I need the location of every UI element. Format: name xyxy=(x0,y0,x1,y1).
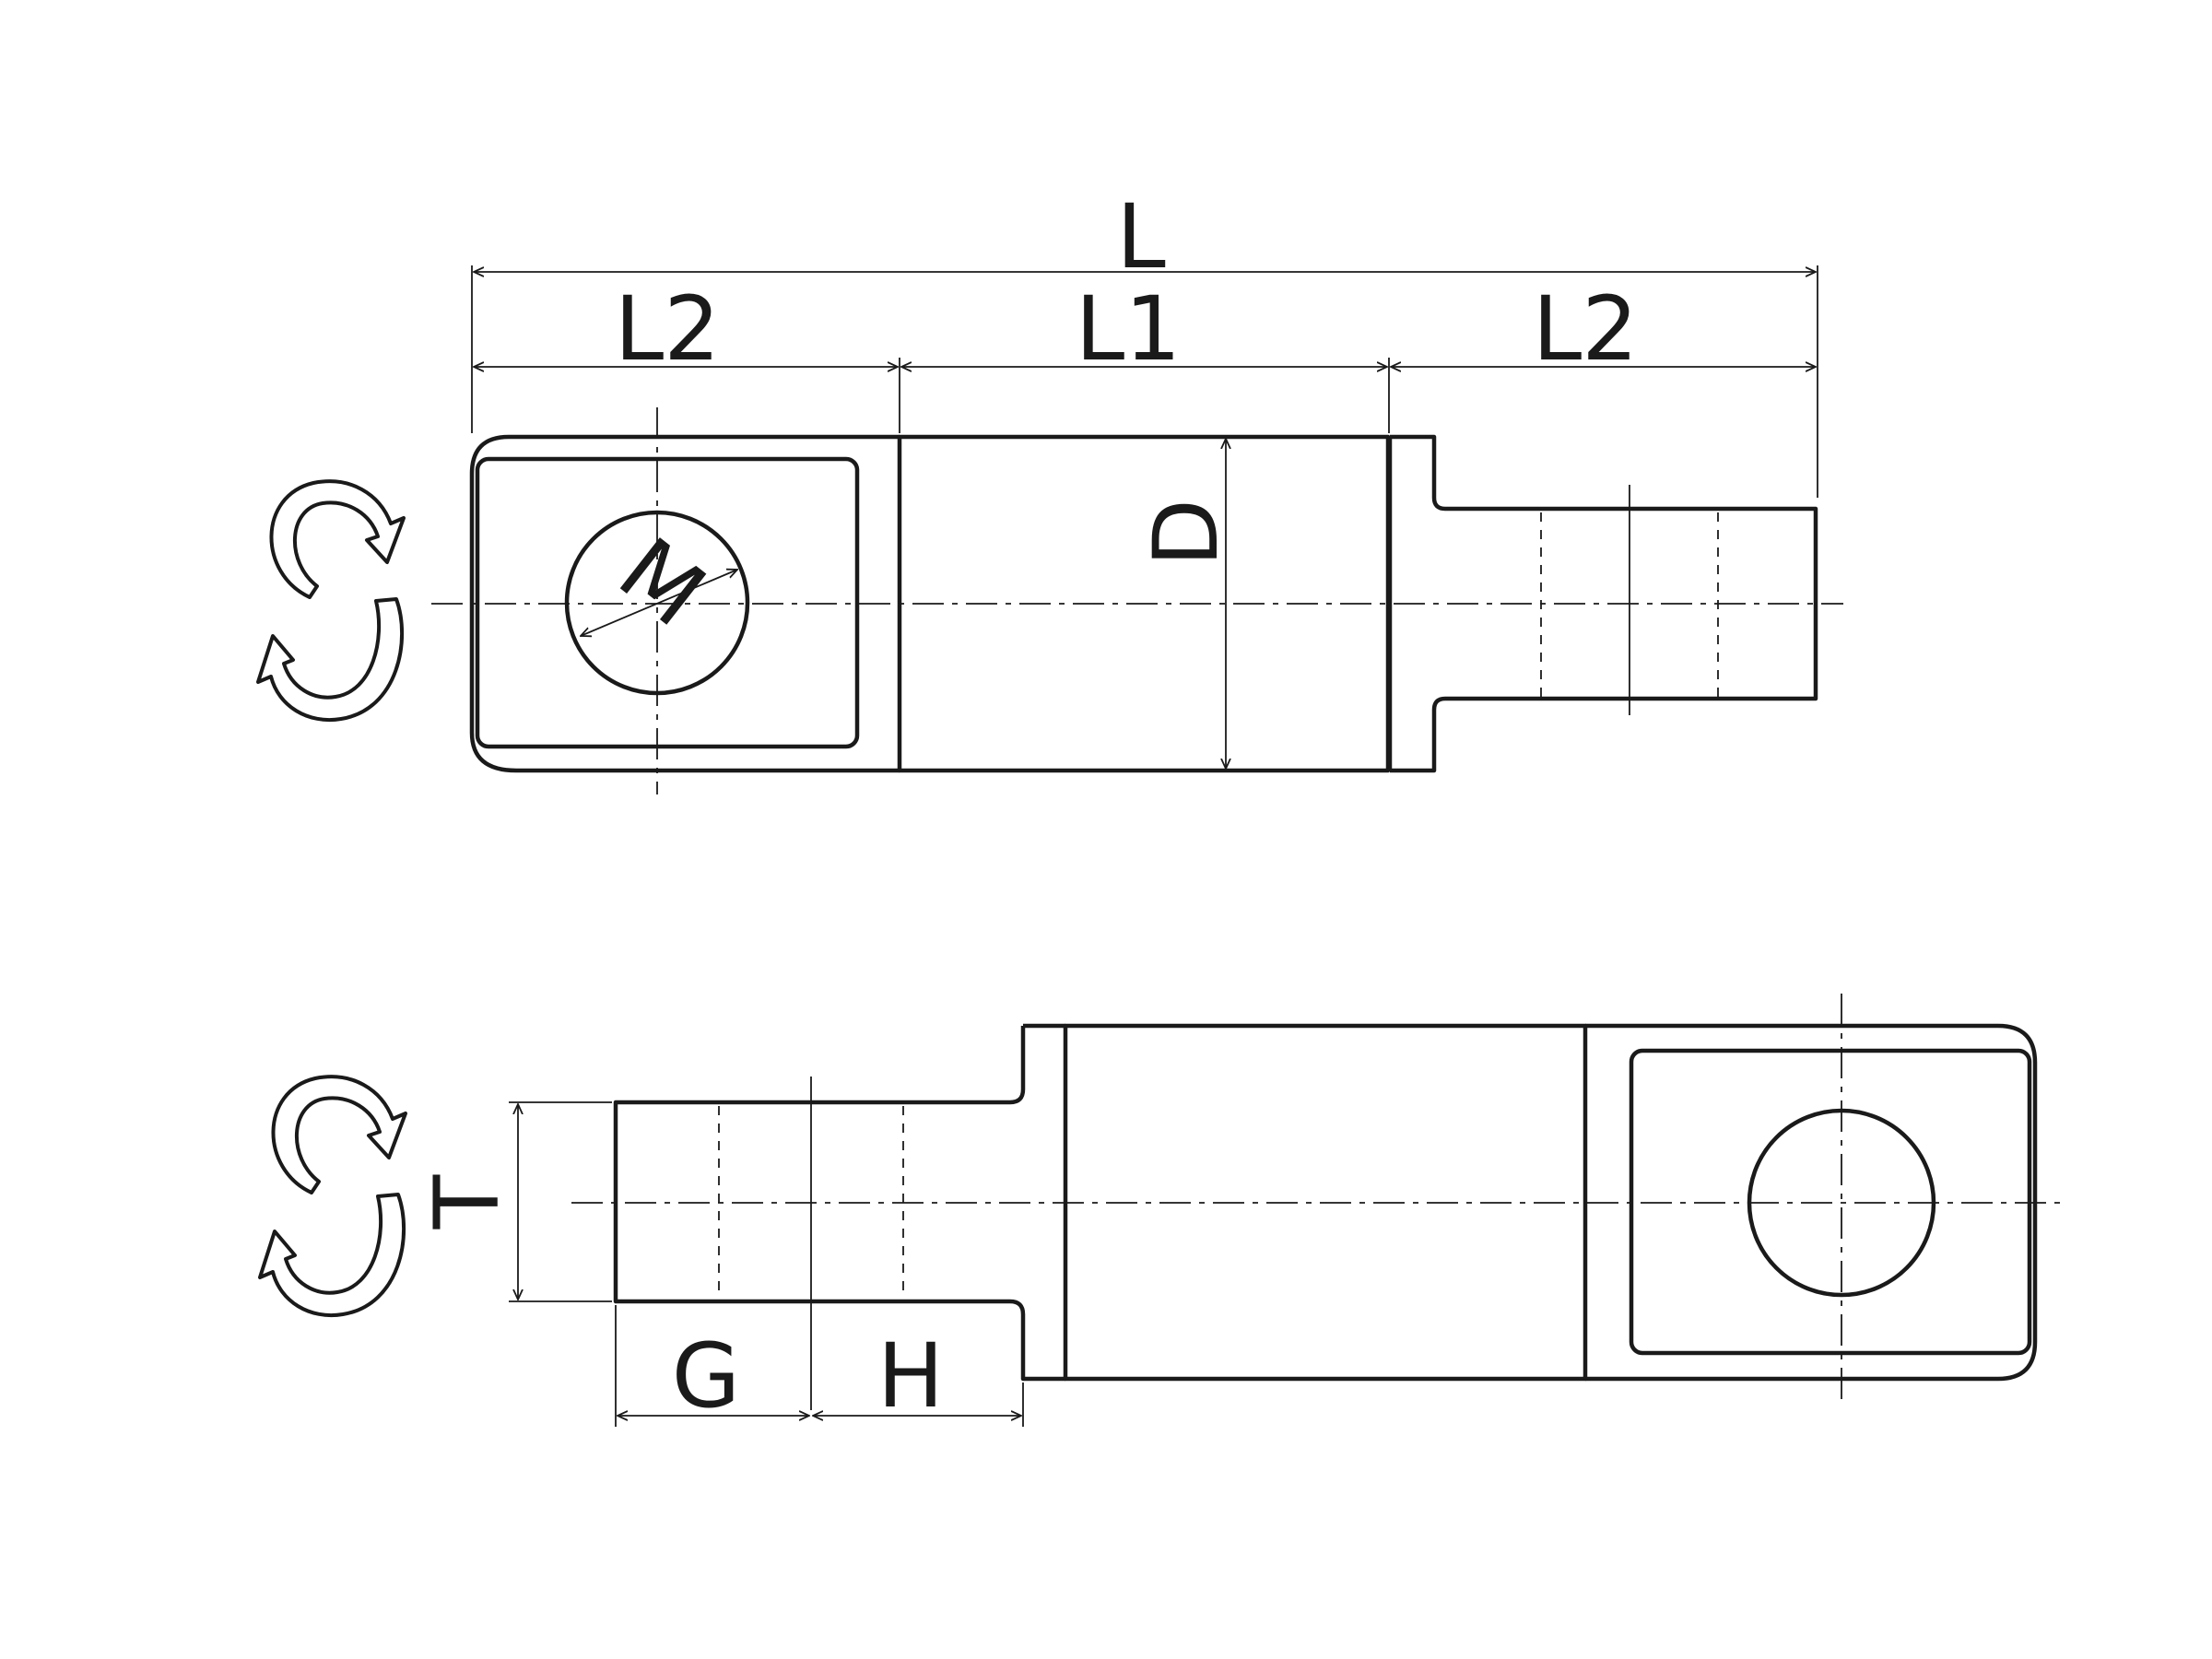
dimension-label-l1: L1 xyxy=(1076,277,1182,381)
dimension-label-d: D xyxy=(1135,499,1238,567)
dimension-label-g: G xyxy=(672,1324,740,1428)
dimension-hole-size: M xyxy=(581,518,737,647)
dimension-label-h: H xyxy=(877,1324,944,1428)
top-view-hidden-lines xyxy=(1540,485,1719,715)
dimension-overall-length: L xyxy=(471,185,1818,498)
top-view: L L2 L1 L2 xyxy=(256,185,1843,794)
dimension-label-left-l2: L2 xyxy=(615,277,721,381)
bottom-view-hidden-lines xyxy=(718,1077,904,1410)
dimension-label-l: L xyxy=(1116,185,1165,288)
dimension-thickness: T xyxy=(416,1101,612,1302)
dimension-label-t: T xyxy=(416,1174,519,1230)
dimension-segment-lengths: L2 L1 L2 xyxy=(474,277,1816,433)
dimension-label-m: M xyxy=(600,518,724,646)
rotate-icon xyxy=(258,1075,407,1318)
dimension-diameter: D xyxy=(1135,439,1238,769)
bottom-view: T G H xyxy=(258,994,2065,1428)
bottom-view-centerlines xyxy=(571,994,2065,1403)
dimension-label-right-l2: L2 xyxy=(1533,277,1639,381)
dimension-slot: G H xyxy=(615,1305,1024,1428)
rotate-icon xyxy=(256,479,406,723)
